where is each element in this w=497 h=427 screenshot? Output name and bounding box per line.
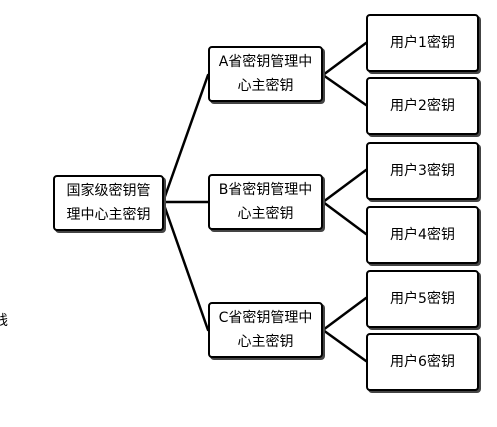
user-node-3-label: 用户3密钥: [390, 163, 455, 179]
edge-b-user4: [321, 200, 368, 236]
user-node-1: 用户1密钥: [366, 14, 479, 72]
user-node-4-label: 用户4密钥: [390, 227, 455, 243]
user-node-4: 用户4密钥: [366, 206, 479, 264]
edge-root-a: [161, 73, 210, 204]
user-node-5: 用户5密钥: [366, 270, 479, 328]
province-node-a: A省密钥管理中 心主密钥: [208, 46, 323, 102]
user-node-6: 用户6密钥: [366, 333, 479, 391]
edge-c-user6: [321, 328, 368, 363]
edge-b-user3: [321, 168, 368, 204]
user-node-1-label: 用户1密钥: [390, 35, 455, 51]
edge-a-user2: [321, 73, 368, 107]
root-node: 国家级密钥管 理中心主密钥: [53, 175, 164, 231]
province-node-c-label: C省密钥管理中 心主密钥: [218, 310, 313, 350]
edge-root-c: [161, 200, 210, 332]
province-node-c: C省密钥管理中 心主密钥: [208, 302, 323, 358]
stray-edge-text: 钱: [0, 313, 8, 329]
province-node-b: B省密钥管理中 心主密钥: [208, 174, 323, 230]
edge-a-user1: [321, 41, 368, 77]
user-node-2-label: 用户2密钥: [390, 98, 455, 114]
user-node-3: 用户3密钥: [366, 142, 479, 200]
edge-c-user5: [321, 296, 368, 332]
province-node-a-label: A省密钥管理中 心主密钥: [218, 54, 313, 94]
user-node-5-label: 用户5密钥: [390, 291, 455, 307]
province-node-b-label: B省密钥管理中 心主密钥: [218, 182, 313, 222]
user-node-6-label: 用户6密钥: [390, 354, 455, 370]
root-node-label: 国家级密钥管 理中心主密钥: [66, 183, 151, 223]
user-node-2: 用户2密钥: [366, 77, 479, 135]
